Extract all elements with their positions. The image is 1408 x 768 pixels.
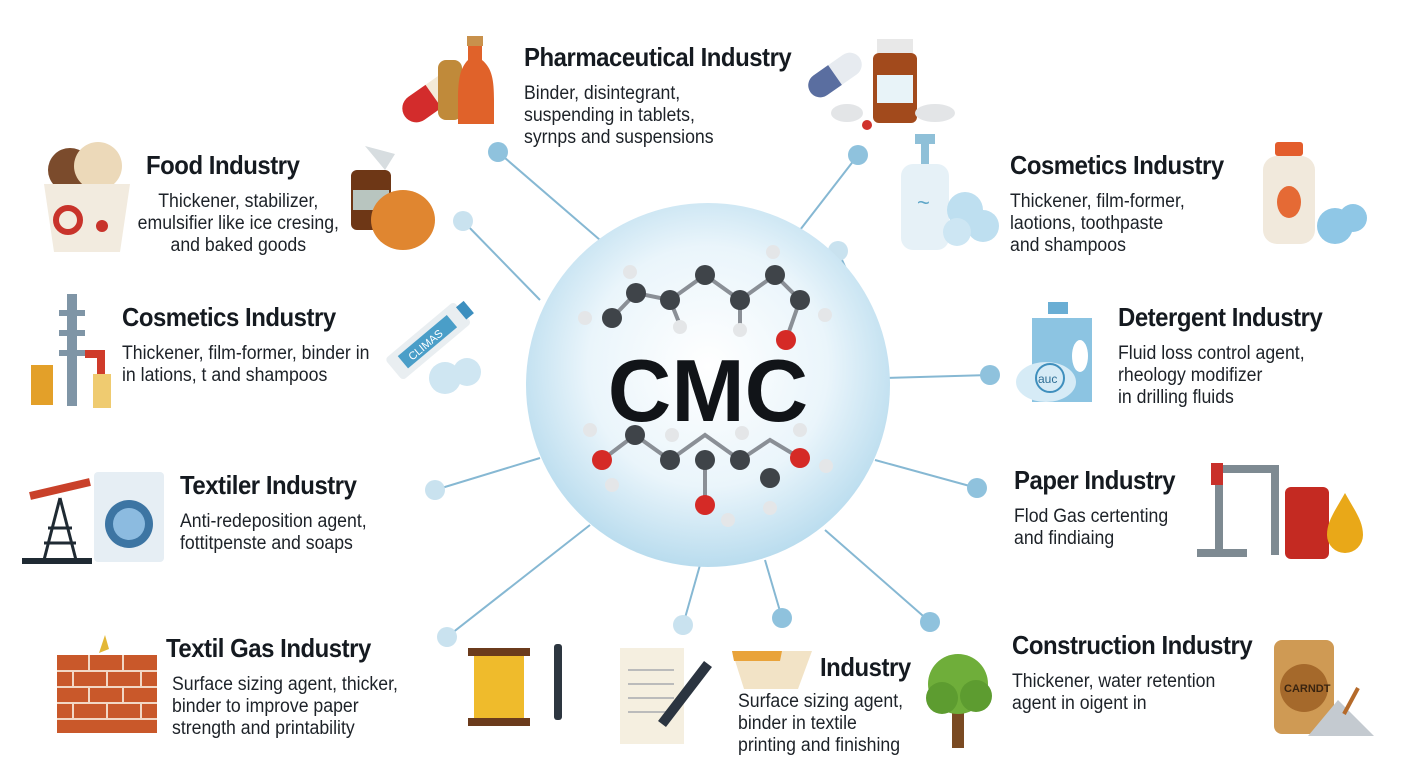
industry-title: Paper Industry bbox=[1014, 465, 1176, 495]
industry-description: Flod Gas certenting and findiaing bbox=[1014, 506, 1169, 549]
lotion-bottle-icon bbox=[1263, 142, 1367, 244]
hub-label: CMC bbox=[607, 341, 809, 440]
pump-bottle-icon: ~ bbox=[901, 134, 999, 250]
industry-construction: Construction Industry Thickener, water r… bbox=[1012, 630, 1273, 715]
industry-textiler: Textiler Industry Anti-redeposition agen… bbox=[180, 470, 381, 555]
capsule-bottle-icon bbox=[402, 36, 494, 124]
detergent-bottle-icon: auc bbox=[1016, 302, 1092, 402]
connector-dot bbox=[772, 608, 792, 628]
jar-bread-icon bbox=[351, 146, 435, 250]
cement-bag-icon: CARNDT bbox=[1274, 640, 1374, 736]
connector-dot bbox=[437, 627, 457, 647]
industry-food: Food Industry Thickener, stabilizer, emu… bbox=[136, 150, 356, 257]
fabric-icon bbox=[732, 651, 812, 689]
industry-description: Surface sizing agent, binder in textile … bbox=[738, 691, 904, 756]
industry-detergent: Detergent Industry Fluid loss control ag… bbox=[1118, 302, 1340, 409]
connector-line bbox=[884, 374, 991, 379]
industry-title: Industry bbox=[820, 652, 911, 682]
pills-medicine-icon bbox=[808, 39, 955, 130]
paper-scroll-pen-icon bbox=[620, 648, 712, 744]
thread-spool-pen-icon bbox=[468, 644, 562, 726]
industry-description: Thickener, stabilizer, emulsifier like i… bbox=[137, 191, 339, 256]
industry-title: Textil Gas Industry bbox=[166, 633, 371, 663]
industry-description: Thickener, water retention agent in oige… bbox=[1012, 671, 1216, 714]
cement-bag-label: CARNDT bbox=[1284, 683, 1331, 695]
industry-textile-finishing: Industry Surface sizing agent, binder in… bbox=[738, 652, 919, 757]
industry-description: Thickener, film-former, binder in in lat… bbox=[122, 343, 370, 386]
connector-dot bbox=[673, 615, 693, 635]
connector-dot bbox=[967, 478, 987, 498]
connector-line bbox=[446, 524, 591, 638]
tree-icon bbox=[926, 654, 992, 748]
toothpaste-tube-icon: CLIMAS bbox=[386, 300, 481, 394]
industry-title: Cosmetics Industry bbox=[122, 302, 336, 332]
connector-line bbox=[824, 529, 931, 623]
connector-line bbox=[799, 154, 859, 231]
industry-title: Textiler Industry bbox=[180, 470, 357, 500]
industry-title: Cosmetics Industry bbox=[1010, 150, 1224, 180]
connector-line bbox=[497, 151, 601, 241]
industry-description: Thickener, film-former, laotions, toothp… bbox=[1010, 191, 1185, 256]
connector-dot bbox=[453, 211, 473, 231]
connector-line bbox=[682, 564, 701, 626]
connector-dot bbox=[920, 612, 940, 632]
industry-description: Anti-redeposition agent, fottitpenste an… bbox=[180, 511, 367, 554]
connector-line bbox=[462, 220, 541, 301]
industry-title: Food Industry bbox=[146, 150, 300, 180]
ice-cream-icon bbox=[44, 142, 130, 252]
industry-paper: Paper Industry Flod Gas certenting and f… bbox=[1014, 465, 1189, 550]
detergent-label: auc bbox=[1038, 372, 1057, 386]
industry-cosmetics-right: Cosmetics Industry Thickener, film-forme… bbox=[1010, 150, 1242, 257]
industry-textil-gas: Textil Gas Industry Surface sizing agent… bbox=[166, 633, 415, 740]
industry-title: Pharmaceutical Industry bbox=[524, 42, 792, 72]
industry-description: Surface sizing agent, thicker, binder to… bbox=[172, 674, 398, 739]
brick-wall-icon bbox=[57, 635, 157, 733]
oil-rig-barrel-icon bbox=[1197, 463, 1363, 559]
connector-line bbox=[764, 559, 783, 619]
molecule-icon bbox=[578, 245, 833, 527]
industry-title: Detergent Industry bbox=[1118, 302, 1323, 332]
svg-text:~: ~ bbox=[917, 190, 930, 215]
industry-description: Binder, disintegrant, suspending in tabl… bbox=[524, 83, 714, 148]
connector-dot bbox=[848, 145, 868, 165]
industrial-pipe-icon bbox=[31, 294, 111, 408]
oil-pump-washer-icon bbox=[22, 472, 164, 564]
connector-dot bbox=[488, 142, 508, 162]
connector-dot bbox=[425, 480, 445, 500]
connector-line bbox=[434, 457, 541, 491]
industry-description: Fluid loss control agent, rheology modif… bbox=[1118, 343, 1305, 408]
industry-title: Construction Industry bbox=[1012, 630, 1253, 660]
industry-pharmaceutical: Pharmaceutical Industry Binder, disinteg… bbox=[524, 42, 815, 149]
connector-dot bbox=[980, 365, 1000, 385]
connector-line bbox=[874, 459, 978, 489]
industry-cosmetics-left: Cosmetics Industry Thickener, film-forme… bbox=[122, 302, 388, 387]
